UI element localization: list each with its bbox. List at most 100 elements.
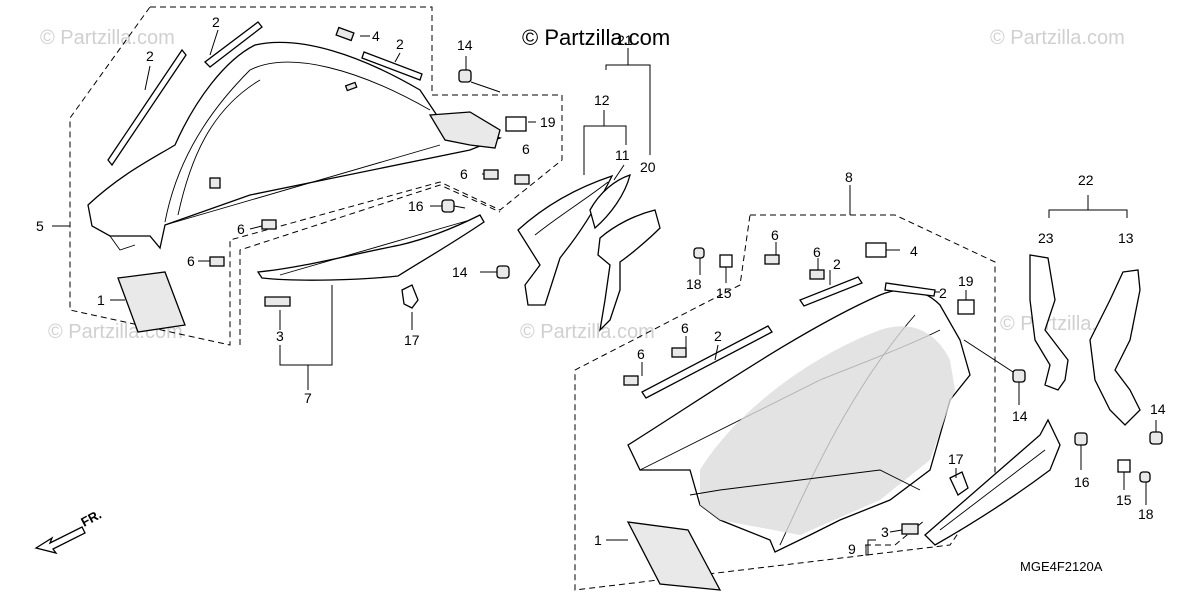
left-bolt-14a (458, 69, 501, 93)
left-bolt-14b (496, 265, 510, 279)
callout-17: 17 (404, 332, 420, 348)
watermark-mid-center: © Partzilla.com (520, 321, 655, 343)
callout-r3: 3 (881, 524, 889, 540)
right-lower-rail-edge (939, 449, 1046, 531)
front-arrow: FR. (34, 507, 104, 555)
callout-r2c: 2 (714, 328, 722, 344)
right-strip-a (641, 325, 773, 399)
callout-8: 8 (845, 169, 853, 185)
callout-r19: 19 (958, 273, 974, 289)
callout-14b: 14 (452, 264, 468, 280)
left-leaders (52, 29, 536, 390)
right-group-outline (574, 214, 996, 591)
right-clip-17 (949, 471, 969, 496)
right-main-fairing (627, 289, 971, 553)
left-strip-b (204, 21, 263, 68)
callout-6a: 6 (522, 141, 530, 157)
callout-2a: 2 (146, 48, 154, 64)
left-pad-19 (505, 116, 527, 132)
callout-r15b: 15 (1116, 492, 1132, 508)
callout-16: 16 (408, 198, 424, 214)
callout-r6b: 6 (813, 244, 821, 260)
callout-21: 21 (617, 32, 633, 48)
left-subgroup-outline (239, 184, 501, 345)
watermark-top-left: © Partzilla.com (40, 27, 175, 49)
callout-6b: 6 (460, 166, 468, 182)
right-cushion-3 (901, 523, 919, 535)
right-bolt-18a (693, 247, 705, 259)
left-clip-4 (335, 26, 355, 42)
callout-r15a: 15 (716, 285, 732, 301)
left-group-outline (69, 6, 563, 346)
callout-r6c: 6 (681, 320, 689, 336)
callout-r18a: 18 (686, 276, 702, 292)
left-clip-6c (261, 219, 277, 230)
right-clip-6c (671, 347, 687, 358)
callout-11: 11 (615, 147, 630, 163)
callout-r14b: 14 (1150, 401, 1166, 417)
callout-4: 4 (372, 28, 380, 44)
callout-5: 5 (36, 218, 44, 234)
middle-leaders (583, 48, 651, 181)
right-bolt-16 (1074, 432, 1088, 446)
left-clip-6a (483, 169, 499, 180)
callout-r14a: 14 (1012, 408, 1028, 424)
right-strip-b (799, 276, 863, 307)
callout-6c: 6 (237, 221, 245, 237)
right-bolt-14b (1149, 431, 1163, 445)
right-leaders (606, 185, 1157, 556)
callout-19: 19 (540, 114, 556, 130)
right-bracket-13 (1089, 269, 1141, 426)
watermark-main: © Partzilla.com (522, 25, 670, 50)
right-clip-6b (809, 269, 825, 280)
diagram-code: MGE4F2120A (1020, 559, 1103, 574)
callout-20: 20 (640, 159, 656, 175)
right-bracket-23 (1029, 254, 1069, 391)
callout-2b: 2 (212, 14, 220, 30)
right-pad-4 (865, 242, 887, 258)
right-clip-6d (623, 375, 639, 386)
callout-r17: 17 (948, 451, 964, 467)
middle-brackets (517, 174, 661, 332)
left-clip-6d (209, 256, 225, 267)
callout-9: 9 (848, 541, 856, 557)
callout-22: 22 (1078, 172, 1094, 188)
callout-14a: 14 (457, 37, 473, 53)
callout-6d: 6 (187, 253, 195, 269)
callout-r2a: 2 (833, 256, 841, 272)
callout-r18b: 18 (1138, 506, 1154, 522)
callout-7: 7 (304, 390, 312, 406)
callout-r16: 16 (1074, 474, 1090, 490)
right-pad-19 (957, 299, 975, 315)
right-lower-rail (924, 418, 1061, 546)
left-rail-assembly (256, 214, 485, 309)
right-strip-c (884, 282, 936, 297)
callout-r6d: 6 (637, 346, 645, 362)
right-clip-6a (764, 254, 780, 265)
callout-r4: 4 (910, 243, 918, 259)
left-clip-6b (514, 174, 530, 185)
left-panel-1 (117, 271, 186, 333)
right-clip-15a (719, 254, 733, 268)
callout-13: 13 (1118, 230, 1134, 246)
callout-1: 1 (97, 292, 105, 308)
right-bolt-18b (1139, 471, 1151, 483)
right-clip-15b (1117, 459, 1131, 473)
right-panel-1 (626, 521, 722, 591)
watermark-top-right: © Partzilla.com (990, 27, 1125, 49)
callout-r2b: 2 (939, 285, 947, 301)
left-strip-a (107, 48, 187, 167)
callout-3: 3 (276, 328, 284, 344)
callout-23: 23 (1038, 230, 1054, 246)
callout-2c: 2 (396, 36, 404, 52)
left-inner-fairing (87, 41, 502, 251)
left-bolt-16 (441, 199, 466, 213)
right-subgroup-outline (865, 519, 926, 546)
right-bolt-14a (1012, 369, 1026, 383)
callout-12: 12 (594, 92, 610, 108)
callout-r1: 1 (594, 532, 602, 548)
left-strip-c (361, 51, 423, 81)
callout-r6a: 6 (771, 227, 779, 243)
